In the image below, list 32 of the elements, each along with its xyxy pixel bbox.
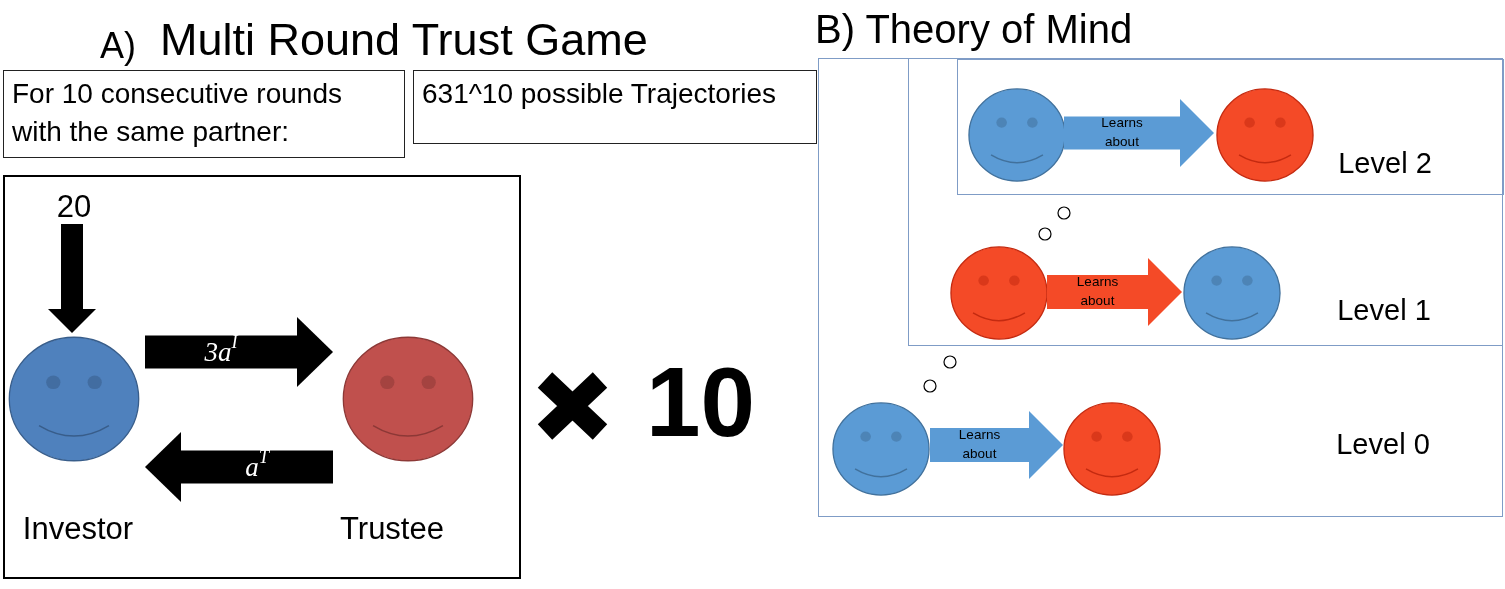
block-arrow bbox=[145, 317, 333, 387]
repeat-count: 10 bbox=[646, 345, 755, 459]
smiley-face bbox=[1063, 402, 1161, 496]
smiley-face bbox=[832, 402, 930, 496]
panel-letter: A) bbox=[100, 25, 136, 67]
smiley-face bbox=[968, 88, 1066, 182]
edge-label: 3a$^{I}$ bbox=[204, 335, 238, 369]
block-arrow bbox=[145, 432, 333, 502]
panel-title: B) Theory of Mind bbox=[815, 6, 1133, 52]
edge-label: Learns about bbox=[958, 426, 1001, 463]
smiley-face bbox=[1183, 246, 1281, 340]
text-panel: For 10 consecutive rounds with the same partner: bbox=[3, 70, 405, 158]
panel-title: Multi Round Trust Game bbox=[160, 14, 648, 66]
edge-label: Learns about bbox=[1101, 114, 1143, 151]
value-label: 20 bbox=[52, 186, 96, 226]
level-panel bbox=[908, 58, 1503, 346]
block-arrow bbox=[930, 411, 1063, 479]
block-arrow bbox=[1064, 99, 1214, 167]
block-arrow bbox=[48, 224, 96, 333]
edge-label: a$^{T}$ bbox=[245, 450, 269, 484]
text-panel: 631^10 possible Trajectories bbox=[413, 70, 817, 144]
smiley-face bbox=[950, 246, 1048, 340]
edge-label: Learns about bbox=[1076, 273, 1119, 310]
level-label: Level 1 bbox=[1337, 294, 1431, 328]
smiley-face bbox=[1216, 88, 1314, 182]
level-panel bbox=[957, 59, 1504, 195]
game-frame bbox=[3, 175, 521, 579]
role-label: Investor bbox=[22, 511, 134, 547]
level-label: Level 2 bbox=[1338, 147, 1432, 181]
role-label: Trustee bbox=[340, 511, 444, 547]
level-label: Level 0 bbox=[1336, 428, 1430, 462]
block-arrow bbox=[1047, 258, 1182, 326]
